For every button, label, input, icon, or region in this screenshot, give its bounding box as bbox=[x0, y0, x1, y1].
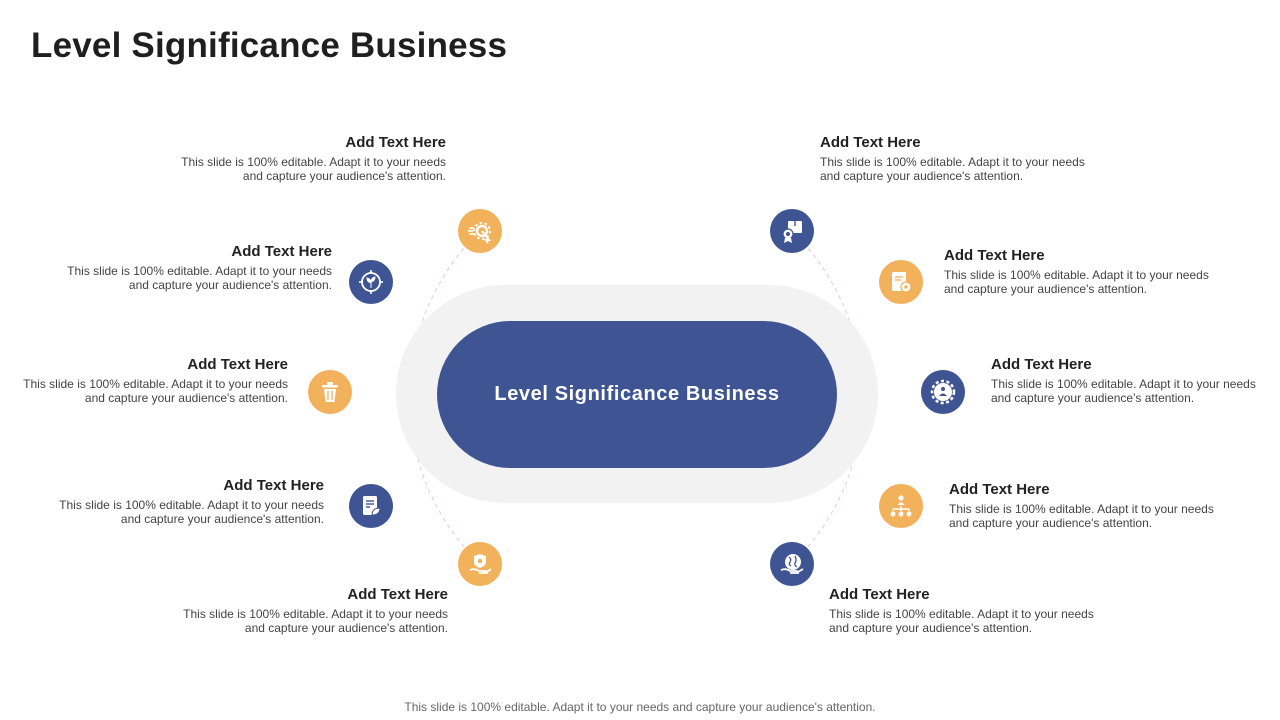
hand-shield-icon bbox=[469, 554, 492, 574]
trash-bin-icon bbox=[322, 382, 338, 402]
item-desc: This slide is 100% editable. Adapt it to… bbox=[944, 268, 1209, 296]
item-desc: This slide is 100% editable. Adapt it to… bbox=[829, 607, 1094, 635]
node-left-2 bbox=[349, 260, 393, 304]
center-pill: Level Significance Business bbox=[437, 321, 837, 468]
gear-cursor-icon bbox=[468, 222, 492, 244]
item-title: Add Text Here bbox=[991, 356, 1092, 373]
box-award-icon bbox=[782, 221, 802, 243]
left-item-2: Add Text Here This slide is 100% editabl… bbox=[62, 243, 332, 292]
item-title: Add Text Here bbox=[231, 243, 332, 260]
item-desc: This slide is 100% editable. Adapt it to… bbox=[23, 377, 288, 405]
node-left-1 bbox=[458, 209, 502, 253]
item-title: Add Text Here bbox=[829, 586, 930, 603]
node-left-3 bbox=[308, 370, 352, 414]
gear-people-icon bbox=[930, 379, 956, 405]
globe-hand-icon bbox=[780, 554, 804, 574]
document-gear-icon bbox=[892, 272, 912, 293]
right-item-4: Add Text Here This slide is 100% editabl… bbox=[949, 481, 1219, 530]
footer-note: This slide is 100% editable. Adapt it to… bbox=[404, 700, 876, 714]
item-title: Add Text Here bbox=[223, 477, 324, 494]
node-left-4 bbox=[349, 484, 393, 528]
node-right-1 bbox=[770, 209, 814, 253]
item-desc: This slide is 100% editable. Adapt it to… bbox=[991, 377, 1256, 405]
node-right-2 bbox=[879, 260, 923, 304]
item-title: Add Text Here bbox=[345, 134, 446, 151]
left-item-4: Add Text Here This slide is 100% editabl… bbox=[54, 477, 324, 526]
target-plant-icon bbox=[359, 270, 383, 294]
node-left-5 bbox=[458, 542, 502, 586]
item-title: Add Text Here bbox=[820, 134, 921, 151]
item-desc: This slide is 100% editable. Adapt it to… bbox=[59, 498, 324, 526]
node-right-5 bbox=[770, 542, 814, 586]
center-label: Level Significance Business bbox=[494, 383, 780, 405]
node-right-4 bbox=[879, 484, 923, 528]
item-title: Add Text Here bbox=[944, 247, 1045, 264]
item-desc: This slide is 100% editable. Adapt it to… bbox=[183, 607, 448, 635]
item-desc: This slide is 100% editable. Adapt it to… bbox=[181, 155, 446, 183]
page-title: Level Significance Business bbox=[31, 26, 508, 65]
item-title: Add Text Here bbox=[949, 481, 1050, 498]
document-leaf-icon bbox=[363, 496, 381, 516]
right-item-1: Add Text Here This slide is 100% editabl… bbox=[820, 134, 1090, 183]
right-item-2: Add Text Here This slide is 100% editabl… bbox=[944, 247, 1214, 296]
item-title: Add Text Here bbox=[187, 356, 288, 373]
item-title: Add Text Here bbox=[347, 586, 448, 603]
item-desc: This slide is 100% editable. Adapt it to… bbox=[67, 264, 332, 292]
left-item-5: Add Text Here This slide is 100% editabl… bbox=[178, 586, 448, 635]
left-item-3: Add Text Here This slide is 100% editabl… bbox=[18, 356, 288, 405]
left-item-1: Add Text Here This slide is 100% editabl… bbox=[176, 134, 446, 183]
item-desc: This slide is 100% editable. Adapt it to… bbox=[820, 155, 1085, 183]
right-item-3: Add Text Here This slide is 100% editabl… bbox=[991, 356, 1261, 405]
right-item-5: Add Text Here This slide is 100% editabl… bbox=[829, 586, 1099, 635]
item-desc: This slide is 100% editable. Adapt it to… bbox=[949, 502, 1214, 530]
node-right-3 bbox=[921, 370, 965, 414]
org-chart-icon bbox=[890, 495, 912, 517]
